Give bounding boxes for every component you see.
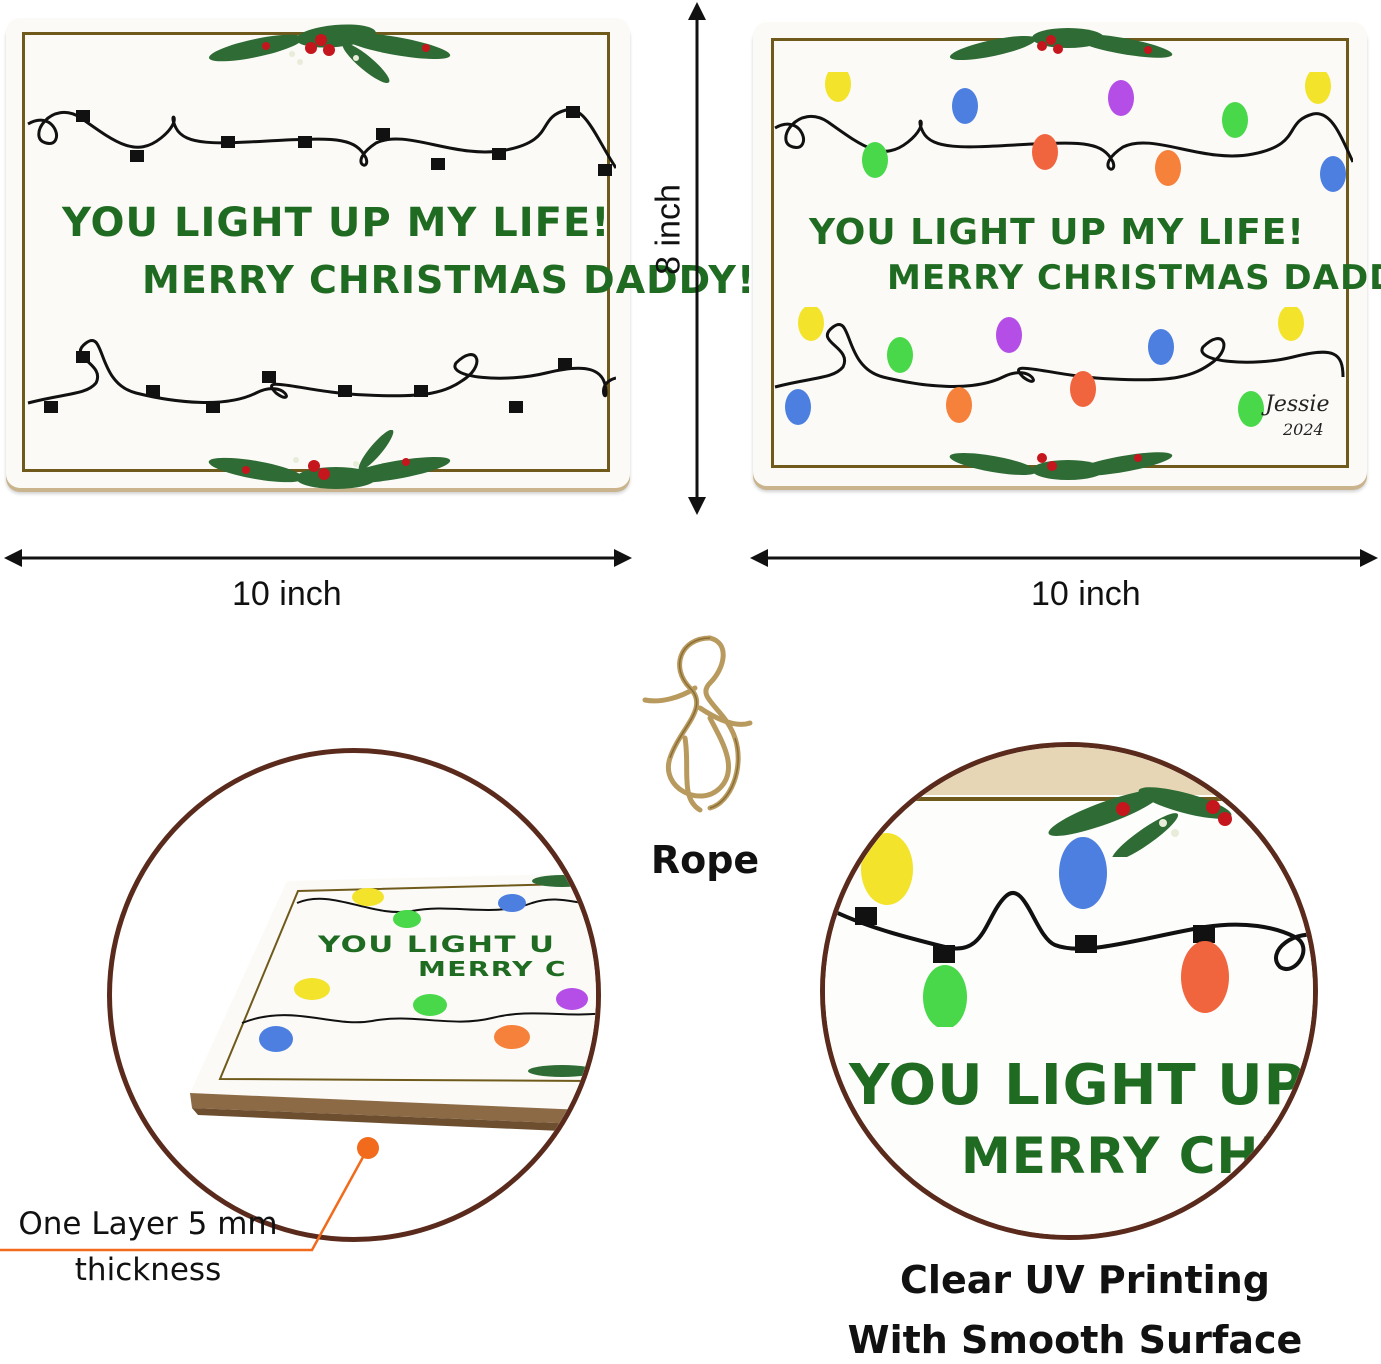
thickness-caption-line2: thickness (74, 1252, 222, 1288)
width-label-left: 10 inch (232, 575, 342, 613)
sign-text-line2: MERRY CHRISTMAS DADDY! (142, 258, 756, 302)
fingerprint-light-string-bottom (774, 307, 1345, 427)
thickness-detail-circle: YOU LIGHT U MERRY C (107, 748, 601, 1242)
detail-text-line1: YOU LIGHT UP MY (849, 1053, 1313, 1118)
fingerprint-light-string-top (774, 72, 1353, 192)
uv-print-detail-circle: YOU LIGHT UP MY MERRY CHRI (820, 742, 1318, 1240)
sign-plain-preview: YOU LIGHT UP MY LIFE! MERRY CHRISTMAS DA… (6, 18, 754, 489)
frame-line (825, 797, 1313, 801)
rope-label: Rope (650, 838, 760, 882)
detail-text-line2: MERRY C (418, 957, 567, 981)
holly-top-decoration (949, 28, 1173, 61)
holly-top-decoration (209, 24, 451, 84)
thickness-pointer (0, 1137, 379, 1252)
uv-caption-line1: Clear UV Printing (900, 1258, 1270, 1302)
holly-bottom-decoration (208, 430, 451, 489)
jute-rope-image (642, 635, 753, 813)
width-dimension-arrow-right (750, 549, 1378, 567)
signature-year: 2024 (1283, 420, 1324, 439)
sign-edge-perspective (190, 873, 596, 1133)
height-dimension-arrow (688, 2, 706, 515)
sign-fingerprint-preview: YOU LIGHT UP MY LIFE! MERRY CHRISTMAS DA… (753, 22, 1381, 486)
detail-text-line1: YOU LIGHT U (318, 933, 556, 958)
wood-edge (825, 747, 1313, 795)
signature-name: Jessie (1265, 392, 1330, 417)
width-dimension-arrow-left (4, 549, 632, 567)
detail-text-line2: MERRY CHRI (961, 1127, 1318, 1185)
height-label: 8 inch (649, 184, 688, 275)
fingerprint-light-string-zoom (825, 833, 1313, 1027)
sign-text-line1: YOU LIGHT UP MY LIFE! (62, 200, 611, 246)
sign-text-line1: YOU LIGHT UP MY LIFE! (809, 212, 1305, 253)
uv-caption-line2: With Smooth Surface (847, 1318, 1303, 1362)
thickness-caption-line1: One Layer 5 mm (18, 1206, 278, 1242)
light-string-top (27, 106, 616, 176)
sign-text-line2: MERRY CHRISTMAS DADDY! (887, 258, 1381, 298)
light-string-bottom (27, 339, 616, 413)
width-label-right: 10 inch (1031, 575, 1141, 613)
holly-bottom-decoration (949, 452, 1173, 480)
holly-zoom-decoration (1048, 787, 1232, 857)
